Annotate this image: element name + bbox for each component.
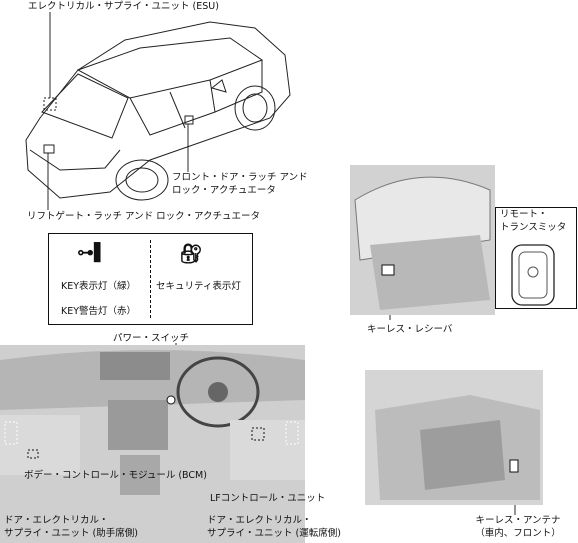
liftgate-latch-label: リフトゲート・ラッチ アンド ロック・アクチュエータ bbox=[27, 211, 260, 222]
key-warning-label: KEY警告灯（赤） bbox=[61, 306, 137, 317]
door-esu-driver-label-line1: ドア・エレクトリカル・ bbox=[207, 515, 312, 526]
cabin-photo bbox=[365, 370, 543, 505]
remote-transmitter-label-line1: リモート・ bbox=[500, 209, 548, 220]
front-door-latch-label-line2: ロック・アクチュエータ bbox=[172, 185, 276, 196]
remote-transmitter-label-line2: トランスミッタ bbox=[500, 222, 567, 233]
keyless-antenna-label-line2: （車内、フロント） bbox=[475, 528, 561, 539]
legend-divider bbox=[150, 240, 151, 318]
indicator-legend-box: ⊶▌ 🔐︎ KEY表示灯（緑） KEY警告灯（赤） セキュリティ表示灯 bbox=[48, 233, 253, 325]
key-indicator-label: KEY表示灯（緑） bbox=[61, 281, 137, 292]
esu-label: エレクトリカル・サプライ・ユニット (ESU) bbox=[28, 1, 219, 12]
door-esu-passenger-label-line2: サプライ・ユニット (助手席側) bbox=[4, 528, 138, 539]
keyless-receiver-label: キーレス・レシーバ bbox=[367, 324, 453, 335]
remote-transmitter-drawing bbox=[511, 244, 555, 306]
bcm-label: ボデー・コントロール・モジュール (BCM) bbox=[24, 470, 207, 481]
key-icon: ⊶▌ bbox=[77, 243, 108, 263]
front-door-latch-label-line1: フロント・ドア・ラッチ アンド bbox=[172, 172, 308, 183]
keyless-antenna-label-line1: キーレス・アンテナ bbox=[475, 515, 561, 526]
door-esu-driver-label-line2: サプライ・ユニット (運転席側) bbox=[207, 528, 341, 539]
security-indicator-label: セキュリティ表示灯 bbox=[156, 281, 241, 292]
liftgate-photo bbox=[350, 165, 495, 315]
door-esu-passenger-label-line1: ドア・エレクトリカル・ bbox=[4, 515, 109, 526]
lf-control-unit-label: LFコントロール・ユニット bbox=[210, 493, 326, 504]
remote-transmitter-box bbox=[495, 207, 577, 309]
dashboard-photo bbox=[0, 345, 305, 543]
power-switch-label: パワー・スイッチ bbox=[113, 333, 190, 344]
security-icon: 🔐︎ bbox=[179, 243, 204, 265]
car-exterior-drawing bbox=[25, 21, 291, 201]
